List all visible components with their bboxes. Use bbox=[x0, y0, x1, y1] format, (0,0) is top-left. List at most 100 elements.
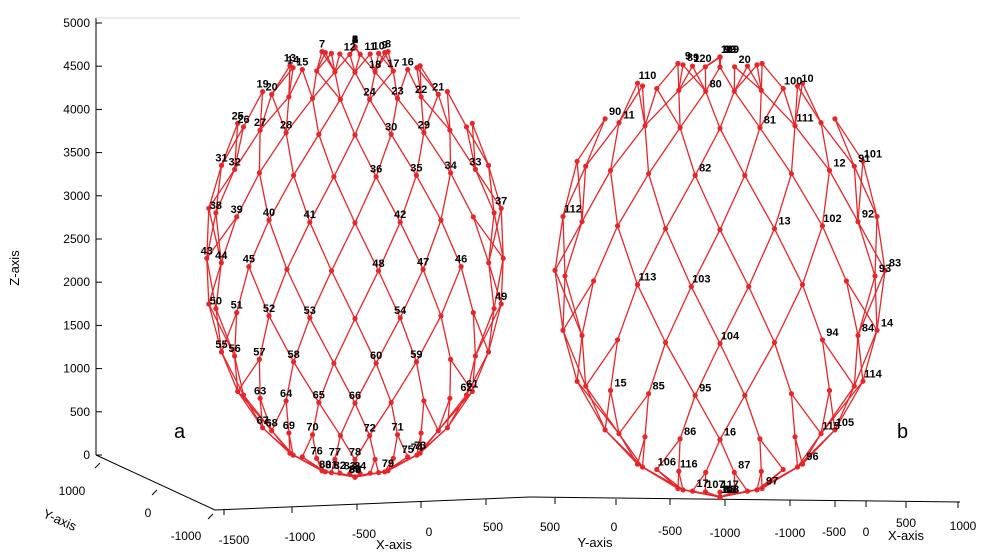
panel-a-node-label: 44 bbox=[215, 250, 228, 262]
panel-b-node-label: 17 bbox=[696, 478, 708, 490]
panel-a-mesh-node bbox=[470, 214, 476, 220]
panel-a-node-label: 57 bbox=[253, 346, 265, 358]
panel-a-mesh-edge bbox=[309, 317, 335, 364]
panel-a-mesh-edge bbox=[437, 390, 473, 432]
panel-b-mesh-edge bbox=[656, 88, 681, 129]
panel-b-node-label: 99 bbox=[724, 44, 736, 56]
panel-b-mesh-edge bbox=[820, 122, 831, 171]
panel-a-mesh-node bbox=[373, 174, 379, 180]
panel-a-mesh-edge bbox=[399, 175, 418, 223]
panel-a-mesh-edge bbox=[208, 262, 222, 305]
panel-b-mesh-edge bbox=[678, 64, 684, 91]
panel-a-mesh-edge bbox=[500, 208, 504, 259]
panel-a-node-label: 9 bbox=[382, 40, 388, 52]
panel-a-mesh-edge bbox=[399, 317, 418, 363]
panel-a-mesh-node bbox=[463, 392, 470, 398]
panel-b-mesh-edge bbox=[604, 429, 643, 468]
panel-a-node-label: 18 bbox=[369, 59, 381, 71]
panel-a-mesh-node bbox=[418, 94, 424, 100]
panel-a-mesh-edge bbox=[259, 398, 273, 431]
panel-a-mesh-edge bbox=[390, 361, 417, 403]
panel-a-mesh-edge bbox=[339, 71, 356, 100]
panel-a-mesh-edge bbox=[449, 129, 476, 170]
panel-a-node-label: 63 bbox=[254, 385, 266, 397]
panel-b-mesh-edge bbox=[664, 342, 696, 396]
panel-a-mesh-node bbox=[235, 120, 241, 126]
panel-a-mesh-node bbox=[421, 130, 427, 136]
panel-a-mesh-node bbox=[438, 217, 444, 223]
panel-b-mesh-node bbox=[560, 327, 566, 333]
panel-a-node-label: 40 bbox=[263, 207, 275, 219]
panel-a-mesh-node bbox=[322, 469, 328, 475]
panel-a-mesh-edge bbox=[474, 169, 502, 209]
panel-b-node-label: 103 bbox=[692, 274, 710, 286]
panel-a-mesh-edge bbox=[316, 70, 341, 100]
panel-b-mesh-edge bbox=[719, 175, 746, 230]
panel-b-mesh-node bbox=[602, 116, 608, 122]
panel-b-mesh-node bbox=[560, 213, 566, 220]
panel-a-mesh-edge bbox=[399, 269, 424, 319]
panel-a-mesh-node bbox=[286, 94, 292, 100]
panel-a-mesh-edge bbox=[215, 262, 222, 309]
panel-a-mesh-edge bbox=[419, 65, 422, 97]
panel-a-mesh-node bbox=[373, 360, 379, 366]
panel-a-mesh-edge bbox=[437, 398, 451, 431]
panel-b-mesh-edge bbox=[705, 439, 721, 473]
panel-b-mesh-edge bbox=[641, 436, 646, 468]
panel-a-mesh-node bbox=[352, 132, 358, 138]
panel-b-mesh-edge bbox=[760, 63, 763, 91]
panel-a-mesh-node bbox=[332, 456, 338, 462]
panel-a-mesh-edge bbox=[268, 315, 295, 363]
panel-a-mesh-edge bbox=[488, 208, 502, 263]
panel-a-mesh-node bbox=[367, 433, 373, 439]
panel-b-mesh-edge bbox=[820, 380, 864, 435]
panel-a-mesh-edge bbox=[392, 70, 399, 99]
panel-b-mesh-edge bbox=[636, 436, 646, 465]
panel-b-mesh-edge bbox=[821, 339, 855, 387]
panel-a-node-label: 28 bbox=[280, 120, 292, 132]
panel-b-mesh-node bbox=[788, 391, 795, 397]
panel-a-node-label: 3 bbox=[352, 34, 358, 46]
panel-a-mesh-edge bbox=[359, 53, 376, 73]
panel-b-mesh-edge bbox=[609, 390, 620, 434]
panel-a-mesh-edge bbox=[354, 134, 377, 177]
panel-a-mesh-edge bbox=[330, 270, 356, 319]
panel-b-mesh-edge bbox=[576, 118, 606, 162]
panel-b-mesh-edge bbox=[876, 270, 886, 331]
panel-a-mesh-node bbox=[463, 124, 470, 130]
panel-a-mesh-edge bbox=[271, 67, 294, 95]
panel-a-mesh-edge bbox=[446, 391, 473, 429]
panel-a-mesh-node bbox=[372, 456, 378, 462]
panel-a-mesh-edge bbox=[440, 266, 462, 317]
panel-a-mesh-node bbox=[257, 127, 263, 133]
panel-a-node-label: 41 bbox=[304, 209, 316, 221]
panel-b-mesh-node bbox=[607, 167, 614, 174]
panel-b-node-label: 94 bbox=[826, 327, 839, 339]
panel-a-node-label: 6 bbox=[352, 34, 358, 46]
panel-b-mesh-edge bbox=[719, 286, 750, 344]
z-tick-label: 5000 bbox=[63, 16, 90, 30]
panel-a-mesh-edge bbox=[449, 359, 452, 399]
panel-b-mesh-edge bbox=[616, 284, 639, 341]
panel-label-b: b bbox=[897, 421, 908, 443]
panel-a-mesh-edge bbox=[293, 361, 320, 403]
panel-b-mesh-node bbox=[819, 223, 826, 229]
panel-a-mesh-node bbox=[218, 260, 224, 266]
panel-b-node-label: 108 bbox=[721, 484, 739, 496]
panel-a-mesh-node bbox=[299, 454, 305, 460]
panel-a-mesh-node bbox=[390, 455, 396, 461]
panel-b-mesh-edge bbox=[794, 83, 804, 126]
panel-b-mesh-edge bbox=[834, 118, 855, 167]
panel-b-mesh-edge bbox=[756, 471, 762, 491]
panel-b-node-label: 106 bbox=[658, 457, 676, 469]
panel-a-mesh-node bbox=[413, 359, 419, 365]
panel-a-node-label: 62 bbox=[460, 382, 472, 394]
panel-b-mesh-edge bbox=[821, 170, 831, 226]
panel-a-mesh-edge bbox=[390, 402, 399, 435]
panel-a-mesh-edge bbox=[215, 308, 223, 353]
panel-b-mesh-node bbox=[717, 489, 723, 495]
z-tick-label: 2500 bbox=[63, 232, 90, 246]
panel-a-node-label: 80 bbox=[319, 459, 331, 471]
x-left-tick-label: -500 bbox=[352, 527, 376, 541]
panel-a-mesh-node bbox=[357, 471, 363, 477]
